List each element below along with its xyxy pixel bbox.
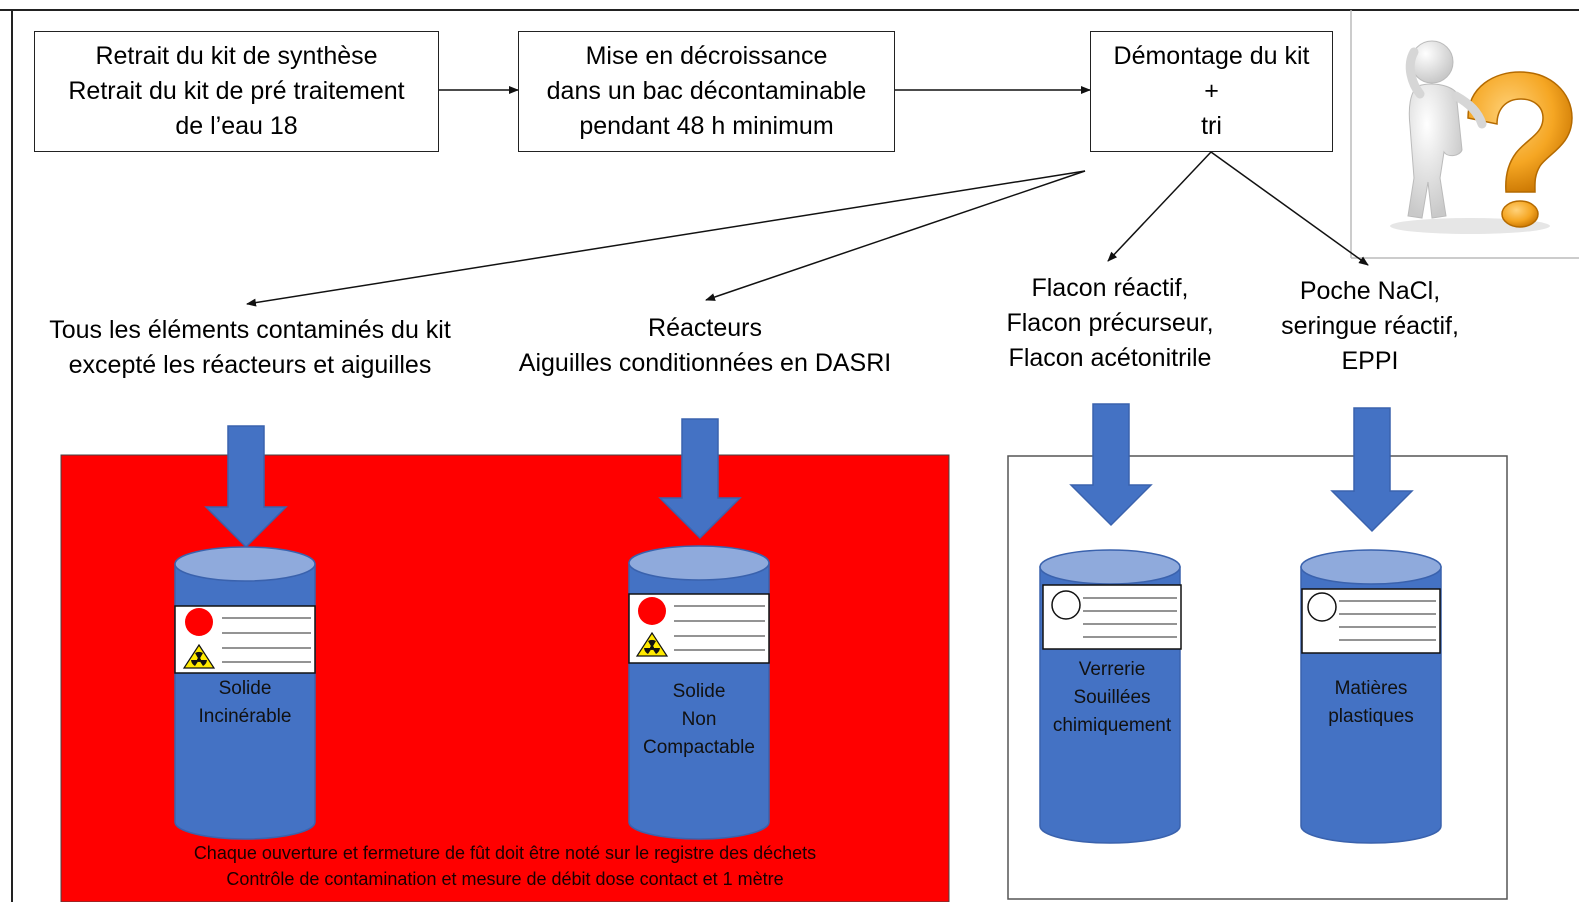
barrel-text-line: chimiquement: [1052, 715, 1172, 736]
category-text-line: EPPI: [1341, 347, 1399, 375]
barrel-label-text: Solide Non Compactable: [629, 678, 769, 762]
barrel-text-line: Incinérable: [198, 706, 292, 727]
step-text-line: +: [1204, 77, 1219, 105]
category-text-line: Flacon précurseur,: [1006, 309, 1214, 337]
note-text-line: Contrôle de contamination et mesure de d…: [226, 869, 784, 889]
category-text-line: Flacon acétonitrile: [1008, 344, 1212, 372]
barrel-solid-incinerable: [174, 546, 316, 840]
barrel-plastics: [1300, 549, 1442, 844]
category-plastics: Poche NaCl, seringue réactif, EPPI: [1260, 274, 1480, 379]
step-dismantle-sort: Démontage du kit + tri: [1090, 31, 1333, 152]
barrel-label-text: Verrerie Souillées chimiquement: [1040, 656, 1184, 740]
step-decay: Mise en décroissance dans un bac déconta…: [518, 31, 895, 152]
barrel-label-text: Solide Incinérable: [175, 675, 315, 731]
step-text-line: de l’eau 18: [175, 112, 298, 140]
barrel-soiled-glassware: [1039, 549, 1182, 844]
step-text-line: Retrait du kit de synthèse: [95, 42, 378, 70]
note-text-line: Chaque ouverture et fermeture de fût doi…: [193, 843, 817, 863]
category-text-line: Tous les éléments contaminés du kit: [49, 316, 451, 344]
barrel-solid-non-compactable: [628, 545, 770, 840]
step-text-line: Retrait du kit de pré traitement: [68, 77, 405, 105]
block-arrow-4: [1330, 407, 1414, 533]
category-vials: Flacon réactif, Flacon précurseur, Flaco…: [990, 271, 1230, 376]
barrel-text-line: Souillées: [1073, 687, 1151, 708]
radiation-trefoil-icon: [182, 643, 216, 669]
category-text-line: seringue réactif,: [1281, 312, 1459, 340]
barrel-text-line: Non: [681, 709, 717, 730]
category-text-line: Poche NaCl,: [1299, 277, 1441, 305]
category-reactors-needles: Réacteurs Aiguilles conditionnées en DAS…: [495, 311, 915, 381]
red-dot-icon: [185, 608, 213, 636]
block-arrow-2: [658, 418, 742, 540]
category-text-line: excepté les réacteurs et aiguilles: [68, 351, 432, 379]
sort-to-reactors-arrow: [705, 170, 1086, 301]
empty-circle-icon: [1307, 592, 1337, 622]
person-with-question-mark-icon: [1390, 40, 1573, 234]
step-text-line: Démontage du kit: [1113, 42, 1310, 70]
barrel-text-line: Matières: [1334, 678, 1408, 699]
sort-to-plastics-arrow: [1210, 151, 1369, 266]
category-text-line: Aiguilles conditionnées en DASRI: [518, 349, 892, 377]
registry-note: Chaque ouverture et fermeture de fût doi…: [61, 840, 949, 892]
red-dot-icon: [638, 597, 666, 625]
block-arrow-1: [204, 425, 288, 549]
category-text-line: Réacteurs: [648, 314, 762, 342]
barrel-text-line: Compactable: [643, 737, 755, 758]
barrel-text-line: Solide: [218, 678, 272, 699]
block-arrow-3: [1069, 403, 1153, 527]
barrel-text-line: Solide: [672, 681, 726, 702]
category-contaminated-items: Tous les éléments contaminés du kit exce…: [20, 313, 480, 383]
step-text-line: Mise en décroissance: [585, 42, 828, 70]
empty-circle-icon: [1051, 590, 1081, 620]
barrel-label-text: Matières plastiques: [1301, 675, 1441, 731]
barrel-text-line: Verrerie: [1078, 659, 1146, 680]
sort-to-contaminated-arrow: [246, 170, 1086, 307]
sort-to-vials-arrow: [1107, 151, 1212, 262]
step-text-line: dans un bac décontaminable: [546, 77, 867, 105]
category-text-line: Flacon réactif,: [1031, 274, 1189, 302]
step-remove-kits: Retrait du kit de synthèse Retrait du ki…: [34, 31, 439, 152]
step-text-line: pendant 48 h minimum: [579, 112, 834, 140]
barrel-text-line: plastiques: [1328, 706, 1414, 727]
step-text-line: tri: [1201, 112, 1222, 140]
radiation-trefoil-icon: [635, 631, 669, 657]
